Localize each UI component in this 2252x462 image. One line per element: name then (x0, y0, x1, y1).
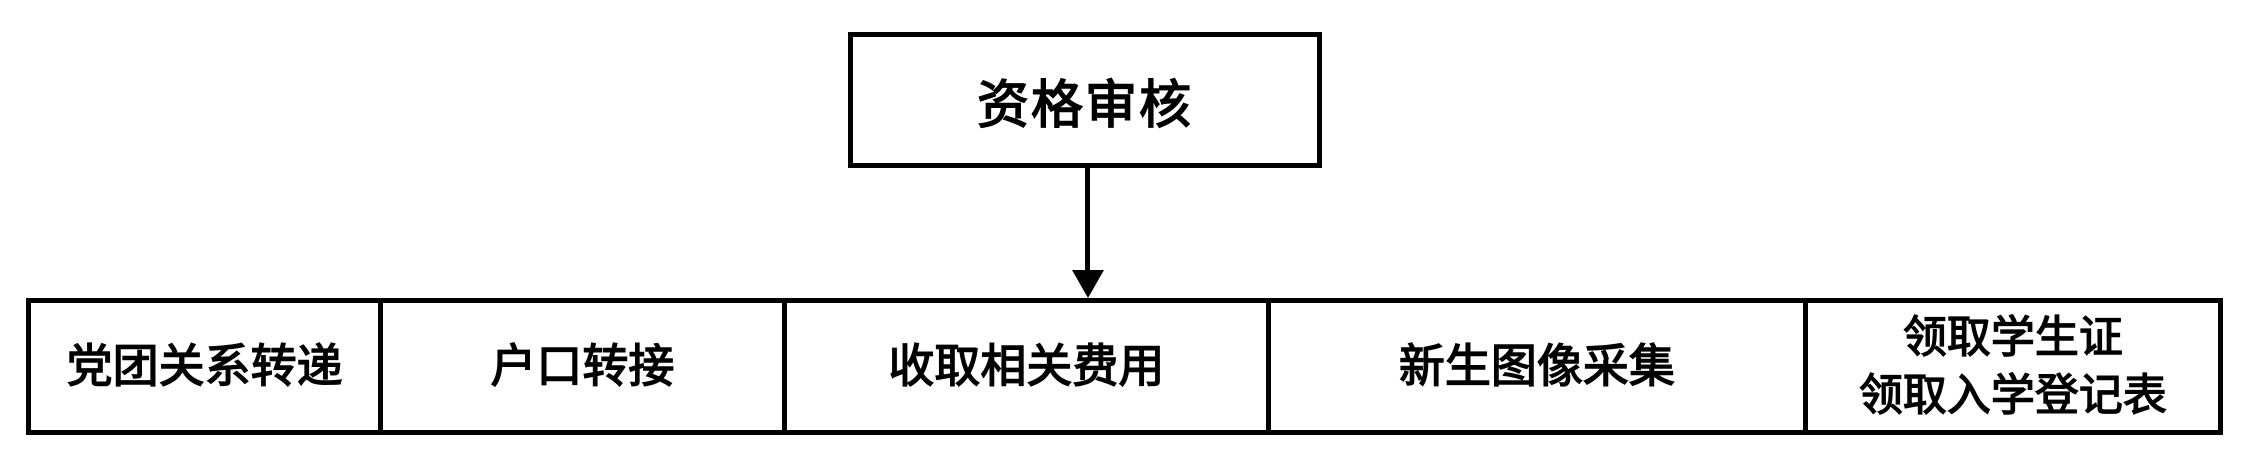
qualification-review-label: 资格审核 (976, 76, 1193, 135)
process-row: 党团关系转递 户口转接 收取相关费用 新生图像采集 领取学生证 领取入学登记表 (26, 298, 2223, 435)
cell-freshman-image-collection: 新生图像采集 (1271, 303, 1808, 430)
cell-label-line1: 领取学生证 (1902, 313, 2123, 363)
cell-label: 新生图像采集 (1398, 340, 1675, 393)
down-arrow-line (1085, 166, 1090, 272)
cell-label-line2: 领取入学登记表 (1858, 370, 2167, 420)
cell-party-league-transfer: 党团关系转递 (31, 303, 384, 430)
cell-household-registration-transfer: 户口转接 (383, 303, 787, 430)
cell-label: 党团关系转递 (66, 340, 343, 393)
down-arrow-icon (1072, 270, 1104, 298)
qualification-review-box: 资格审核 (848, 32, 1322, 168)
cell-fee-collection: 收取相关费用 (787, 303, 1272, 430)
cell-student-id-and-registration-form-pickup: 领取学生证 领取入学登记表 (1808, 303, 2218, 430)
cell-label: 户口转接 (490, 340, 675, 393)
cell-label: 收取相关费用 (888, 340, 1165, 393)
